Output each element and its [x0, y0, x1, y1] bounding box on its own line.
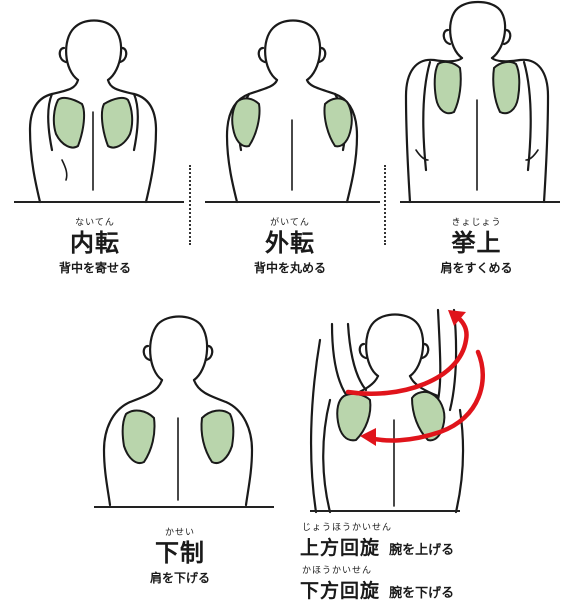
- desc-label: 肩をすくめる: [390, 259, 563, 277]
- panel-adduction: ないてん 内転 背中を寄せる: [0, 0, 190, 290]
- caption-downward-rotation: かほうかいせん 下方回旋 腕を下げる: [300, 565, 454, 605]
- panel-depression: かせい 下制 肩を下げる: [80, 300, 280, 607]
- desc-label: 腕を上げる: [389, 543, 454, 558]
- desc-label: 肩を下げる: [80, 569, 280, 587]
- ruby-label: かほうかいせん: [300, 565, 454, 577]
- floor-line: [14, 201, 184, 203]
- figure-rotation: [290, 300, 563, 520]
- ruby-label: じょうほうかいせん: [300, 522, 454, 534]
- floor-line: [205, 201, 380, 203]
- floor-line: [310, 510, 460, 512]
- floor-line: [94, 506, 274, 508]
- floor-line: [400, 201, 560, 203]
- caption-abduction: がいてん 外転 背中を丸める: [195, 217, 385, 277]
- caption-elevation: きょじょう 挙上 肩をすくめる: [390, 217, 563, 277]
- figure-depression: [80, 300, 280, 515]
- ruby-label: ないてん: [0, 217, 190, 229]
- right-shoulder-blade: [493, 62, 519, 113]
- left-shoulder-blade: [123, 411, 155, 464]
- ruby-label: きょじょう: [390, 217, 563, 229]
- term-label: 下制: [80, 539, 280, 567]
- right-shoulder-blade: [201, 411, 233, 464]
- caption-upward-rotation: じょうほうかいせん 上方回旋 腕を上げる: [300, 522, 454, 562]
- term-label: 上方回旋: [300, 537, 380, 559]
- panel-abduction: がいてん 外転 背中を丸める: [195, 0, 385, 290]
- figure-adduction: [0, 0, 190, 210]
- left-shoulder-blade: [54, 98, 84, 148]
- right-shoulder-blade: [324, 98, 351, 146]
- ruby-label: がいてん: [195, 217, 385, 229]
- dotted-separator: [189, 165, 191, 245]
- panel-elevation: きょじょう 挙上 肩をすくめる: [390, 0, 563, 290]
- figure-elevation: [390, 0, 563, 210]
- term-label: 下方回旋: [300, 580, 380, 602]
- term-label: 挙上: [390, 229, 563, 257]
- desc-label: 背中を丸める: [195, 259, 385, 277]
- desc-label: 背中を寄せる: [0, 259, 190, 277]
- desc-label: 腕を下げる: [389, 586, 454, 601]
- right-shoulder-blade: [102, 98, 132, 148]
- dotted-separator: [384, 165, 386, 245]
- figure-abduction: [195, 0, 385, 210]
- caption-depression: かせい 下制 肩を下げる: [80, 527, 280, 587]
- term-label: 内転: [0, 229, 190, 257]
- ruby-label: かせい: [80, 527, 280, 539]
- left-shoulder-blade: [435, 62, 461, 113]
- term-label: 外転: [195, 229, 385, 257]
- caption-adduction: ないてん 内転 背中を寄せる: [0, 217, 190, 277]
- panel-rotation: [290, 300, 563, 520]
- left-shoulder-blade: [232, 98, 259, 146]
